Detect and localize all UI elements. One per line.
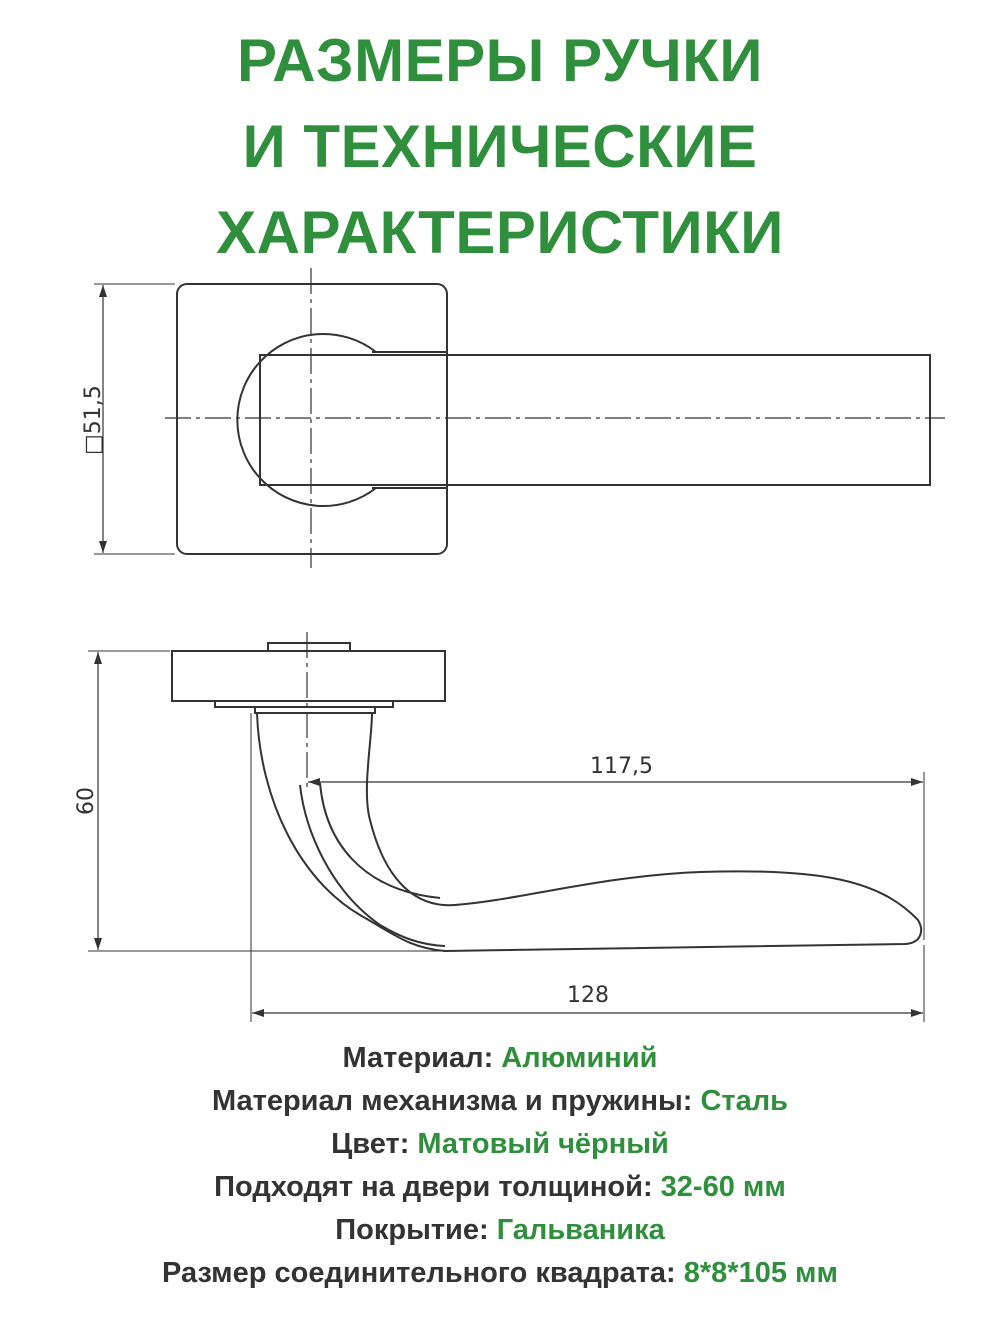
rosette-boss <box>236 333 377 507</box>
spec-label: Покрытие: <box>335 1214 497 1246</box>
spec-value: 32-60 мм <box>660 1171 786 1203</box>
dimension-reach-label: 117,5 <box>590 754 653 779</box>
spec-mechanism-material: Материал механизма и пружины: Сталь <box>0 1080 1000 1123</box>
dimension-height-label: 60 <box>74 787 99 815</box>
lever-profile-inner <box>299 784 446 947</box>
top-view <box>94 268 945 568</box>
spec-label: Материал: <box>342 1042 502 1074</box>
dimension-total-label: 128 <box>567 983 609 1008</box>
dimension-square-label: □51,5 <box>81 385 106 455</box>
spec-spindle-size: Размер соединительного квадрата: 8*8*105… <box>0 1252 1000 1295</box>
spec-label: Материал механизма и пружины: <box>212 1085 701 1117</box>
spec-value: Алюминий <box>501 1042 658 1074</box>
spec-label: Цвет: <box>331 1128 418 1160</box>
spec-value: Матовый чёрный <box>417 1128 669 1160</box>
spec-coating: Покрытие: Гальваника <box>0 1209 1000 1252</box>
page-title: РАЗМЕРЫ РУЧКИ И ТЕХНИЧЕСКИЕ ХАРАКТЕРИСТИ… <box>0 18 1000 276</box>
spec-door-thickness: Подходят на двери толщиной: 32-60 мм <box>0 1166 1000 1209</box>
spec-color: Цвет: Матовый чёрный <box>0 1123 1000 1166</box>
lever-body-top <box>259 354 931 486</box>
spec-material: Материал: Алюминий <box>0 1037 1000 1080</box>
spec-label: Подходят на двери толщиной: <box>214 1171 661 1203</box>
rosette-side <box>171 650 446 702</box>
title-line-3: ХАРАКТЕРИСТИКИ <box>216 199 784 266</box>
lever-profile-outer <box>256 712 923 953</box>
spec-value: Гальваника <box>496 1214 665 1246</box>
spec-value: 8*8*105 мм <box>683 1257 838 1289</box>
specifications: Материал: Алюминий Материал механизма и … <box>0 1037 1000 1295</box>
title-line-1: РАЗМЕРЫ РУЧКИ <box>236 27 764 94</box>
spec-value: Сталь <box>700 1085 788 1117</box>
title-line-2: И ТЕХНИЧЕСКИЕ <box>242 113 758 180</box>
rosette-square <box>176 283 448 555</box>
spec-label: Размер соединительного квадрата: <box>162 1257 684 1289</box>
side-view <box>88 632 925 1022</box>
